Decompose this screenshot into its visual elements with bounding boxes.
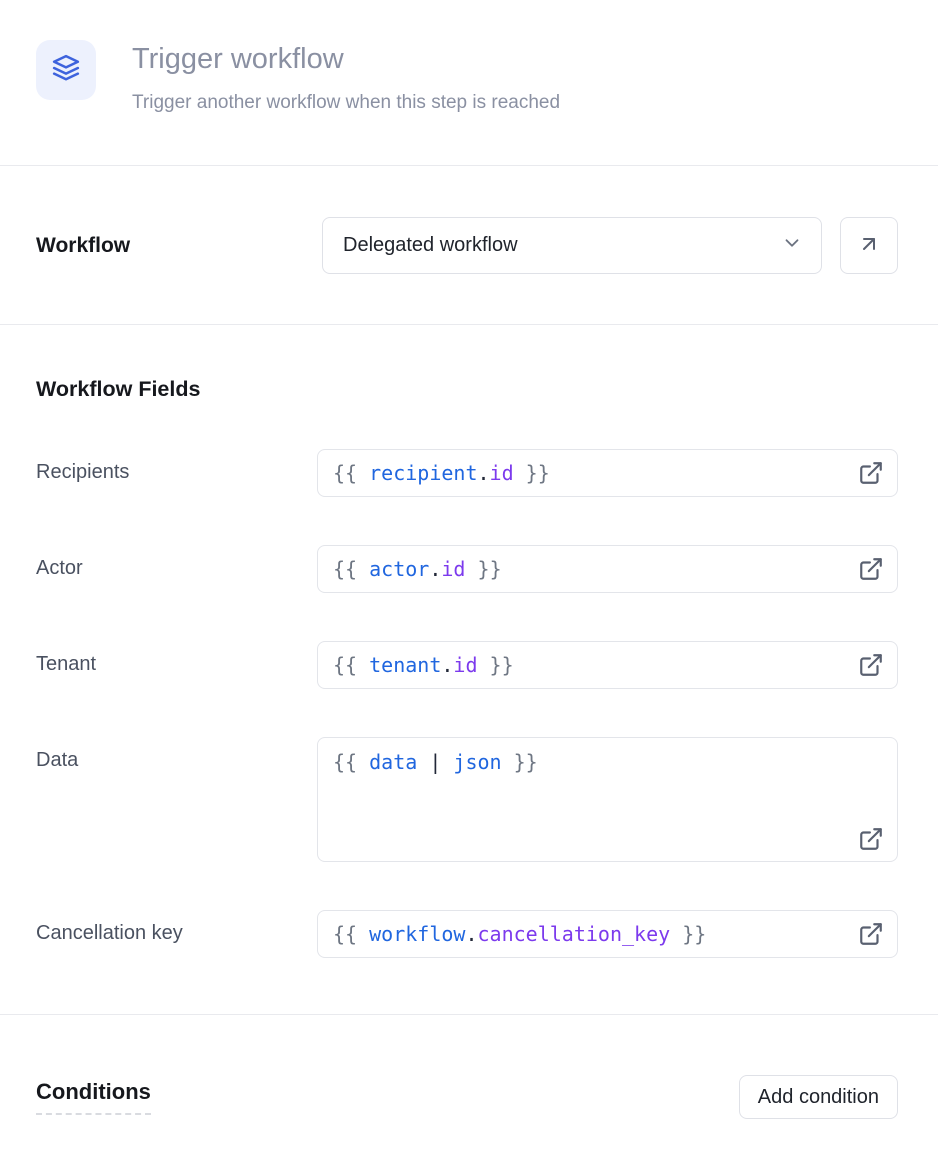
field-value-recipients: {{ recipient.id }} <box>333 461 550 485</box>
field-row-cancellation-key: Cancellation key {{ workflow.cancellation… <box>36 910 898 958</box>
divider <box>0 165 938 166</box>
field-value-actor: {{ actor.id }} <box>333 557 502 581</box>
external-link-icon[interactable] <box>858 826 884 852</box>
divider <box>0 324 938 325</box>
field-value-tenant: {{ tenant.id }} <box>333 653 514 677</box>
field-label-cancellation-key: Cancellation key <box>36 922 183 944</box>
field-row-recipients: Recipients {{ recipient.id }} <box>36 449 898 497</box>
field-value-cancellation-key: {{ workflow.cancellation_key }} <box>333 922 707 946</box>
step-icon-box <box>36 40 96 100</box>
step-header-text: Trigger workflow Trigger another workflo… <box>132 40 560 115</box>
external-link-icon[interactable] <box>858 921 884 947</box>
arrow-up-right-icon <box>857 232 881 259</box>
field-value-data: {{ data | json }} <box>333 750 538 774</box>
page-subtitle: Trigger another workflow when this step … <box>132 92 561 113</box>
field-input-cancellation-key[interactable]: {{ workflow.cancellation_key }} <box>317 910 898 958</box>
field-input-tenant[interactable]: {{ tenant.id }} <box>317 641 898 689</box>
field-row-data: Data {{ data | json }} <box>36 737 898 862</box>
conditions-heading[interactable]: Conditions <box>36 1079 151 1115</box>
external-link-icon[interactable] <box>858 460 884 486</box>
external-link-icon[interactable] <box>858 652 884 678</box>
divider <box>0 1014 938 1015</box>
field-label-actor: Actor <box>36 557 83 579</box>
field-label-data: Data <box>36 749 79 771</box>
external-link-icon[interactable] <box>858 556 884 582</box>
field-input-data[interactable]: {{ data | json }} <box>317 737 898 862</box>
chevron-down-icon <box>781 232 803 260</box>
field-input-actor[interactable]: {{ actor.id }} <box>317 545 898 593</box>
field-row-tenant: Tenant {{ tenant.id }} <box>36 641 898 689</box>
field-label-tenant: Tenant <box>36 653 97 675</box>
workflow-select-value: Delegated workflow <box>343 234 518 256</box>
workflow-select[interactable]: Delegated workflow <box>322 217 822 274</box>
field-input-recipients[interactable]: {{ recipient.id }} <box>317 449 898 497</box>
add-condition-button[interactable]: Add condition <box>738 1075 898 1119</box>
workflow-select-row: Workflow Delegated workflow <box>0 166 938 324</box>
workflow-fields-list: Recipients {{ recipient.id }} Actor {{ acto… <box>36 449 898 958</box>
workflow-fields-heading: Workflow Fields <box>36 377 201 401</box>
layers-icon <box>51 53 81 88</box>
workflow-label: Workflow <box>36 233 131 257</box>
field-row-actor: Actor {{ actor.id }} <box>36 545 898 593</box>
step-header: Trigger workflow Trigger another workflo… <box>0 0 938 165</box>
open-workflow-button[interactable] <box>840 217 898 274</box>
conditions-section: Conditions Add condition <box>0 1015 938 1119</box>
field-label-recipients: Recipients <box>36 461 130 483</box>
workflow-fields-section: Workflow Fields Recipients {{ recipient.i… <box>0 377 938 958</box>
page-title: Trigger workflow <box>132 43 344 75</box>
